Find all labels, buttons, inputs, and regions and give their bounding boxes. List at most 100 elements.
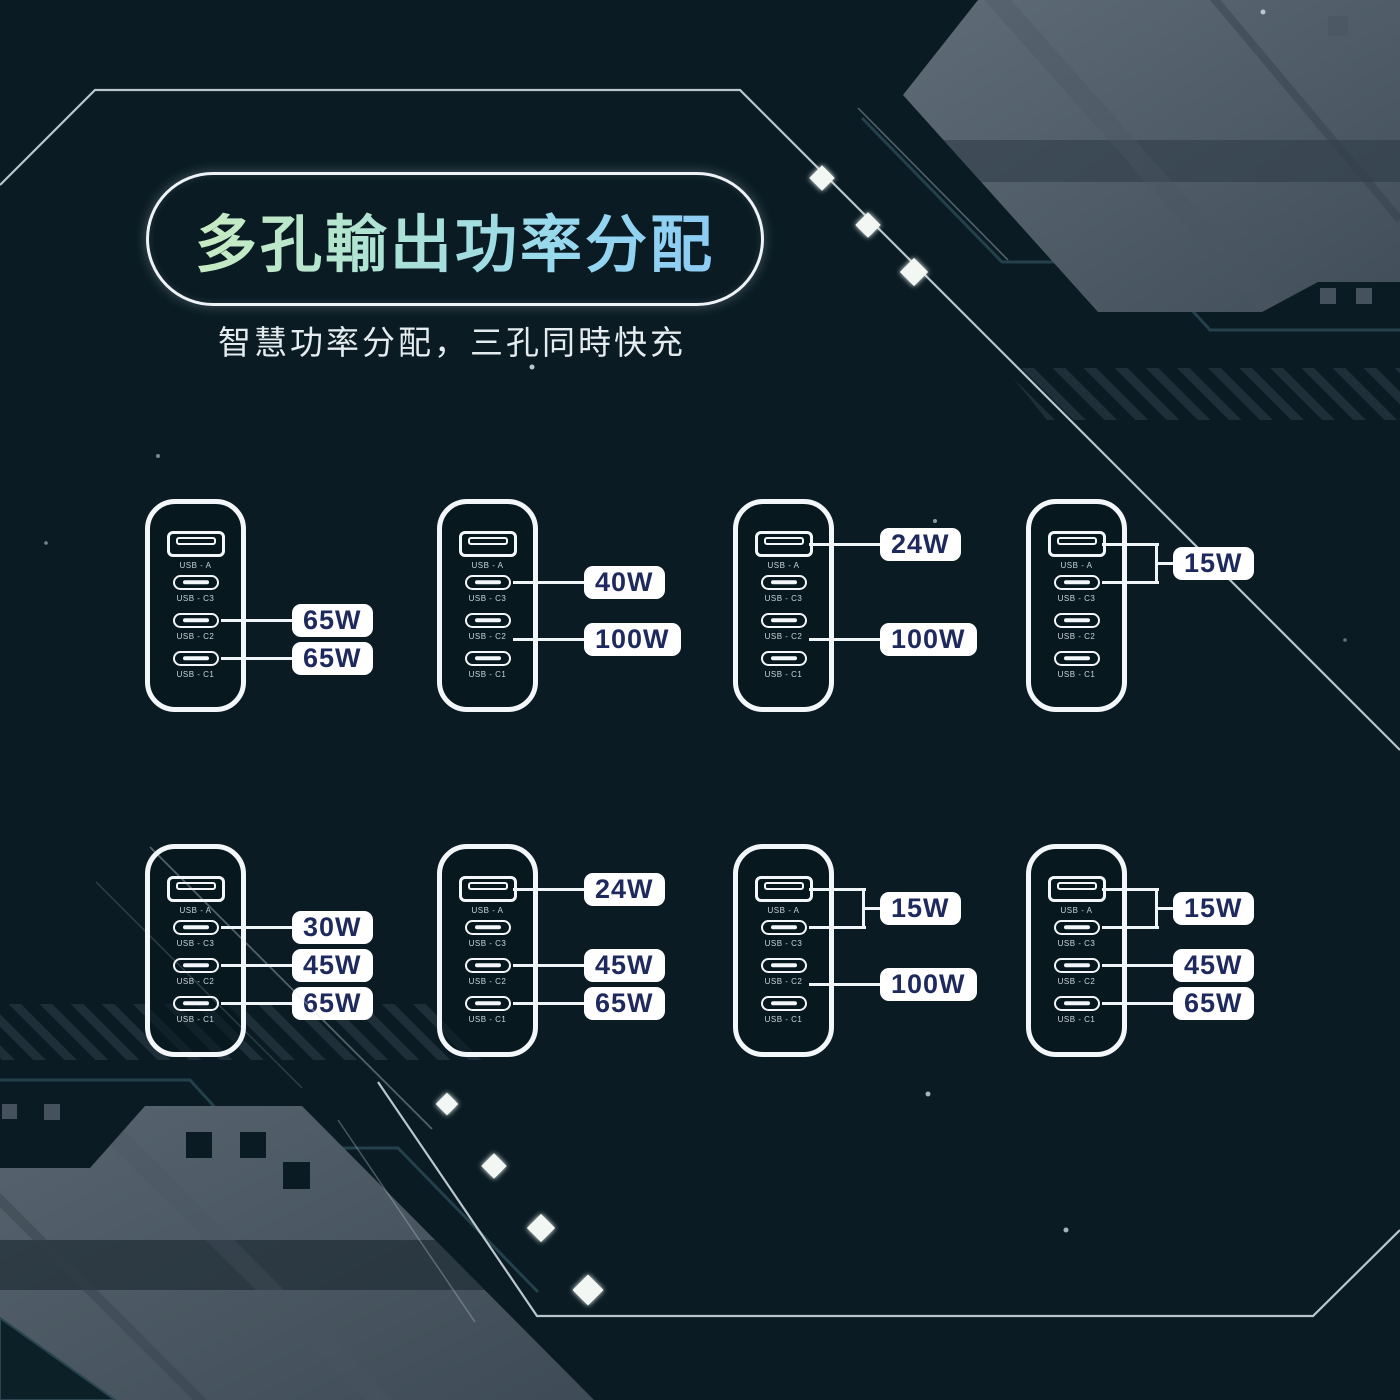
port-usb-c3: USB - C3 bbox=[738, 919, 829, 949]
usb-c-port-icon bbox=[464, 957, 511, 973]
port-label: USB - C2 bbox=[1057, 631, 1096, 641]
port-contact-icon bbox=[1063, 656, 1090, 660]
usb-c-port-icon bbox=[760, 957, 807, 973]
port-label: USB - A bbox=[179, 561, 212, 570]
title-pill: 多孔輸出功率分配 bbox=[146, 172, 764, 306]
wattage-badge: 24W bbox=[584, 872, 665, 906]
wattage-badge: 100W bbox=[880, 622, 977, 656]
usb-c-port-icon bbox=[1053, 650, 1100, 666]
usb-a-port-icon bbox=[166, 876, 225, 902]
usb-c-port-icon bbox=[464, 612, 511, 628]
page-subtitle: 智慧功率分配，三孔同時快充 bbox=[218, 324, 686, 361]
wattage-badge: 65W bbox=[1173, 986, 1254, 1020]
port-label: USB - C2 bbox=[764, 631, 803, 641]
star-dots-decor bbox=[44, 9, 1347, 1233]
usb-c-port-icon bbox=[1053, 919, 1100, 935]
port-contact-icon bbox=[1056, 537, 1097, 545]
port-contact-icon bbox=[182, 580, 209, 584]
port-label: USB - C2 bbox=[468, 631, 507, 641]
port-contact-icon bbox=[474, 580, 501, 584]
port-contact-icon bbox=[1063, 1001, 1090, 1005]
usb-c-port-icon bbox=[760, 574, 807, 590]
port-contact-icon bbox=[1063, 618, 1090, 622]
port-contact-icon bbox=[763, 537, 804, 545]
port-label: USB - C3 bbox=[468, 938, 507, 948]
port-usb-c3: USB - C3 bbox=[442, 919, 533, 949]
port-usb-c3: USB - C3 bbox=[1031, 919, 1122, 949]
wattage-badge: 45W bbox=[292, 948, 373, 982]
port-usb-c1: USB - C1 bbox=[1031, 650, 1122, 680]
port-label: USB - A bbox=[767, 906, 800, 915]
port-label: USB - C2 bbox=[764, 976, 803, 986]
port-contact-icon bbox=[182, 656, 209, 660]
port-usb-c1: USB - C1 bbox=[1031, 995, 1122, 1025]
usb-c-port-icon bbox=[1053, 957, 1100, 973]
port-label: USB - C1 bbox=[176, 669, 215, 679]
port-label: USB - C1 bbox=[1057, 669, 1096, 679]
connector-line bbox=[809, 925, 866, 929]
connector-line bbox=[513, 963, 588, 967]
port-usb-a: USB - A bbox=[442, 531, 533, 571]
port-label: USB - A bbox=[767, 561, 800, 570]
connector-line bbox=[809, 637, 884, 641]
wattage-badge: 24W bbox=[880, 527, 961, 561]
port-contact-icon bbox=[474, 963, 501, 967]
connector-line bbox=[1156, 561, 1177, 565]
port-usb-c2: USB - C2 bbox=[442, 957, 533, 987]
wattage-badge: 40W bbox=[584, 565, 665, 599]
port-usb-c1: USB - C1 bbox=[442, 995, 533, 1025]
port-usb-c3: USB - C3 bbox=[150, 574, 241, 604]
port-usb-c3: USB - C3 bbox=[442, 574, 533, 604]
connector-line bbox=[809, 542, 884, 546]
port-contact-icon bbox=[474, 618, 501, 622]
port-contact-icon bbox=[474, 925, 501, 929]
port-contact-icon bbox=[770, 963, 797, 967]
wattage-badge: 65W bbox=[584, 986, 665, 1020]
wattage-badge: 30W bbox=[292, 910, 373, 944]
port-contact-icon bbox=[182, 963, 209, 967]
port-label: USB - C2 bbox=[468, 976, 507, 986]
connector-line bbox=[863, 906, 884, 910]
port-label: USB - C3 bbox=[176, 938, 215, 948]
usb-c-port-icon bbox=[172, 957, 219, 973]
connector-line bbox=[513, 1001, 588, 1005]
connector-line bbox=[221, 656, 296, 660]
usb-c-port-icon bbox=[1053, 612, 1100, 628]
port-contact-icon bbox=[474, 1001, 501, 1005]
port-contact-icon bbox=[1063, 925, 1090, 929]
port-label: USB - C2 bbox=[1057, 976, 1096, 986]
port-usb-c3: USB - C3 bbox=[1031, 574, 1122, 604]
usb-c-port-icon bbox=[464, 650, 511, 666]
port-usb-a: USB - A bbox=[150, 531, 241, 571]
usb-c-port-icon bbox=[172, 919, 219, 935]
port-contact-icon bbox=[182, 1001, 209, 1005]
port-label: USB - C3 bbox=[468, 593, 507, 603]
connector-line bbox=[221, 925, 296, 929]
usb-c-port-icon bbox=[464, 919, 511, 935]
connector-line bbox=[513, 580, 588, 584]
connector-line bbox=[1102, 887, 1159, 891]
usb-a-port-icon bbox=[166, 531, 225, 557]
connector-line bbox=[513, 887, 588, 891]
port-contact-icon bbox=[467, 537, 508, 545]
port-usb-c1: USB - C1 bbox=[150, 650, 241, 680]
wattage-badge: 45W bbox=[584, 948, 665, 982]
port-label: USB - C1 bbox=[1057, 1014, 1096, 1024]
bottom-hexagon-outline bbox=[0, 844, 1400, 1323]
top-right-panel-decor bbox=[860, 0, 1400, 420]
top-hexagon-outline bbox=[0, 86, 1400, 751]
usb-c-port-icon bbox=[172, 574, 219, 590]
usb-c-port-icon bbox=[1053, 995, 1100, 1011]
port-usb-c1: USB - C1 bbox=[738, 995, 829, 1025]
port-contact-icon bbox=[770, 1001, 797, 1005]
wattage-badge: 100W bbox=[880, 967, 977, 1001]
wattage-badge: 100W bbox=[584, 622, 681, 656]
port-label: USB - A bbox=[1060, 906, 1093, 915]
port-label: USB - C1 bbox=[764, 669, 803, 679]
port-contact-icon bbox=[1056, 882, 1097, 890]
